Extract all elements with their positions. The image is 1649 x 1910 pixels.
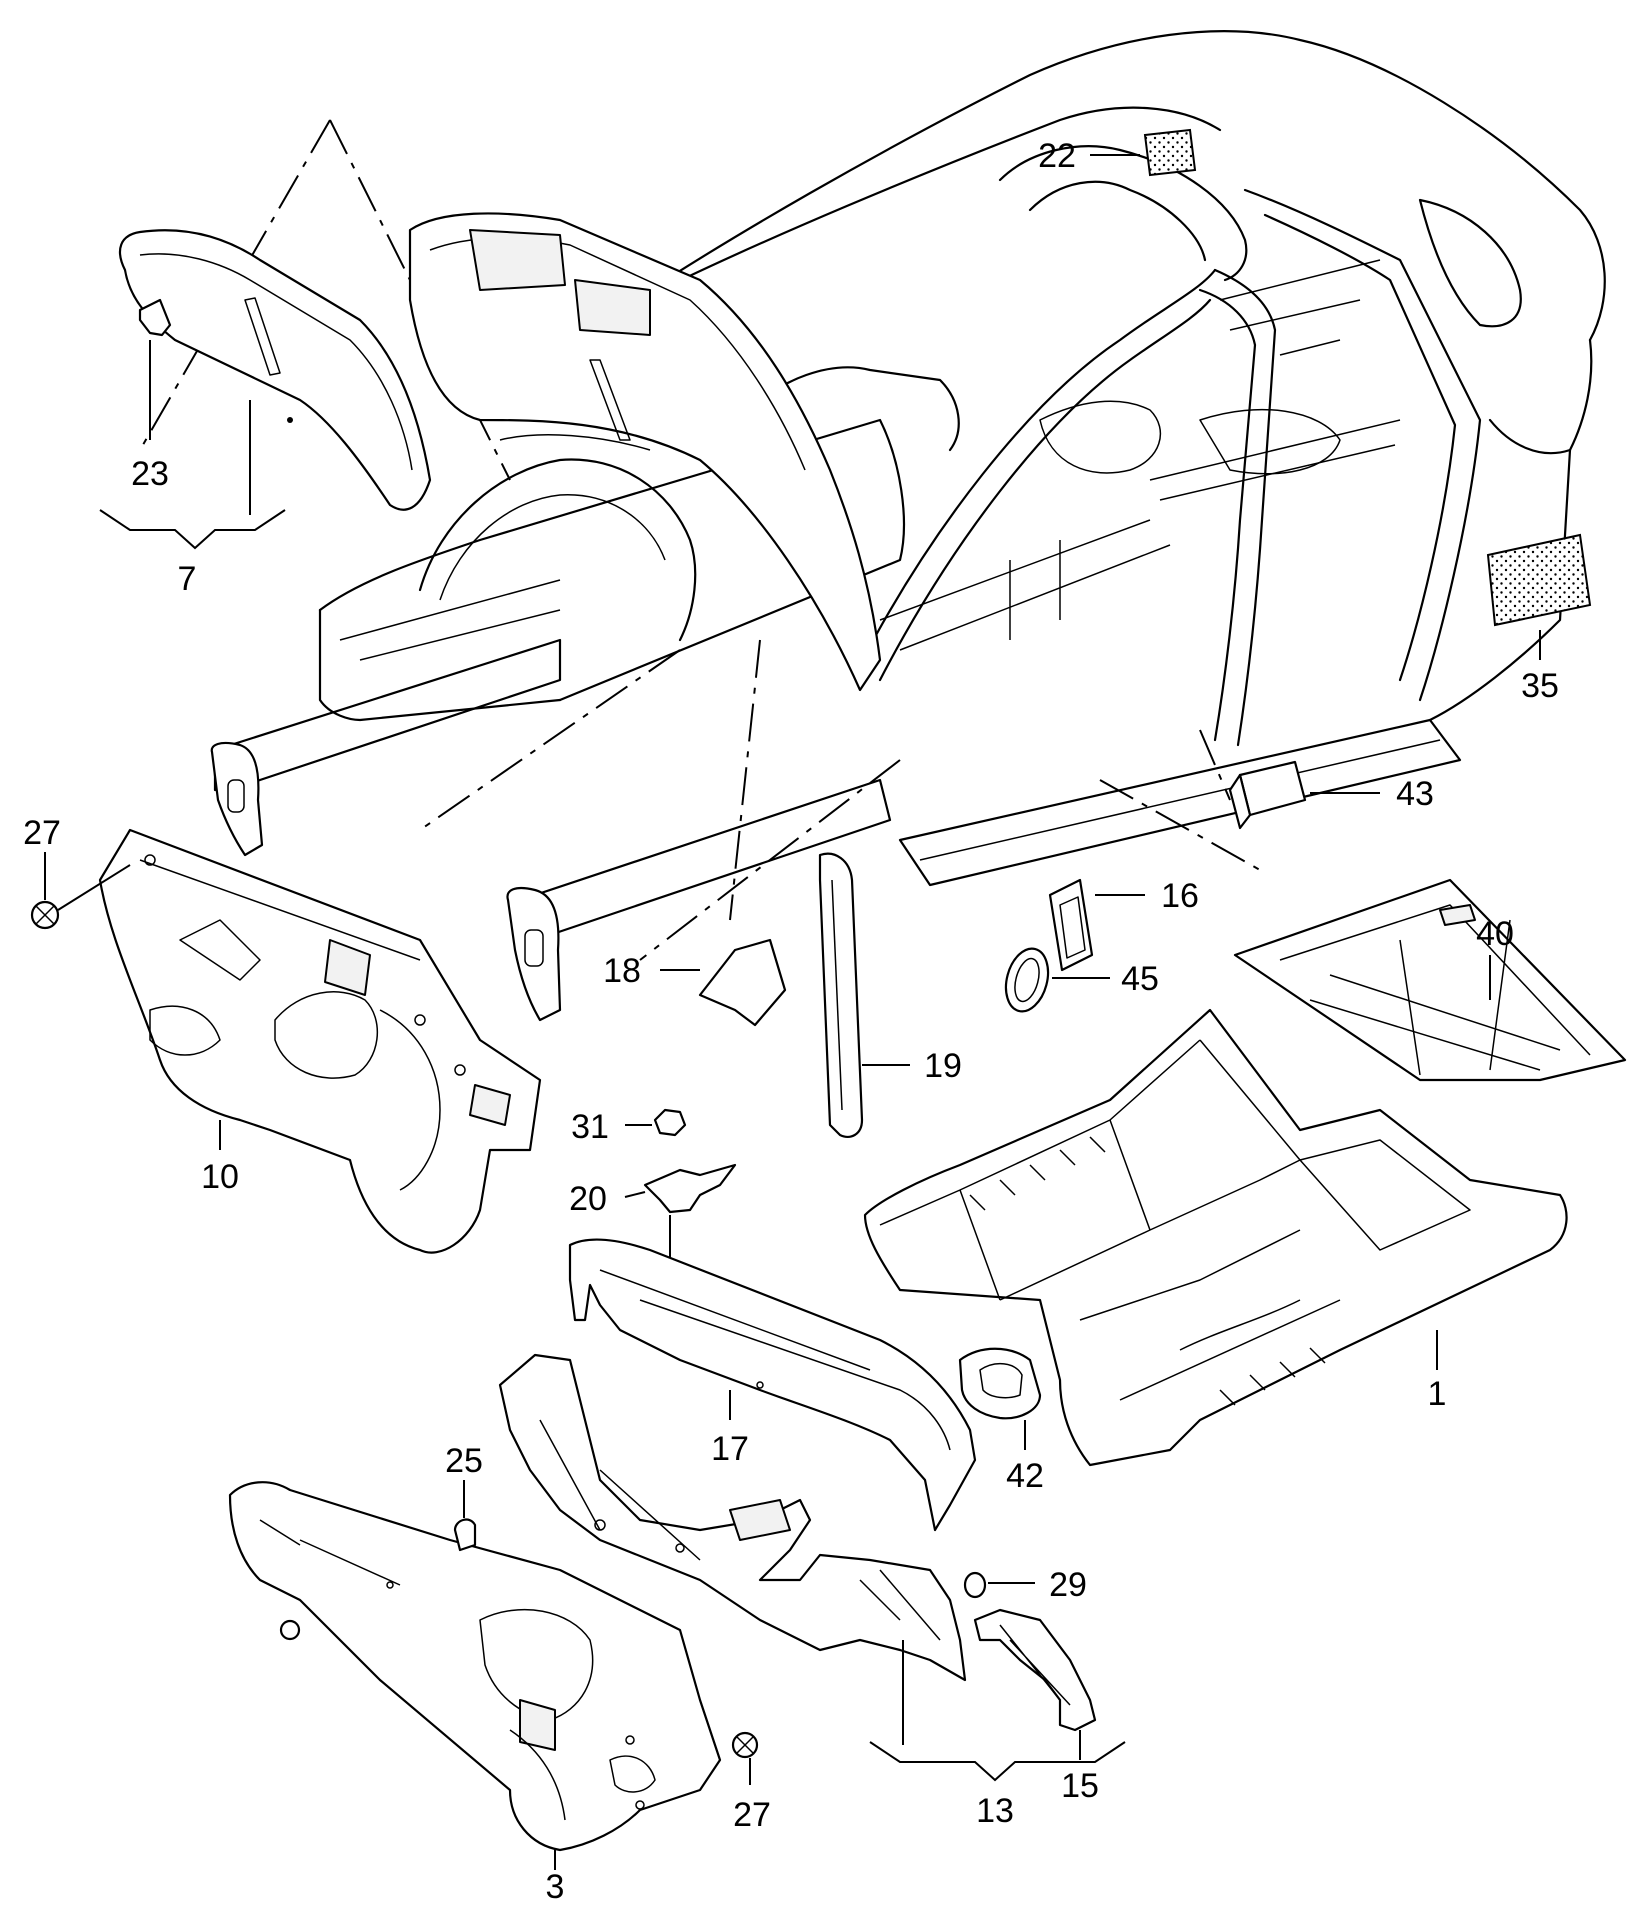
callout-27-upper: 27 xyxy=(23,814,61,852)
callout-15: 15 xyxy=(1061,1767,1099,1805)
floor-covering-item-40 xyxy=(1233,878,1627,1082)
fastener-item-27-lower xyxy=(731,1731,759,1785)
callout-31: 31 xyxy=(571,1108,609,1146)
callout-labels: 1 3 7 10 13 15 16 17 18 19 20 22 23 25 2… xyxy=(23,137,1559,1906)
patch-item-22 xyxy=(1090,128,1197,177)
part-item-19 xyxy=(818,852,910,1138)
crossmember-item-17 xyxy=(568,1238,977,1532)
callout-23: 23 xyxy=(131,455,169,493)
callout-10: 10 xyxy=(201,1158,239,1196)
group-bracket-13 xyxy=(869,1640,1126,1782)
callout-19: 19 xyxy=(924,1047,962,1085)
part-item-42 xyxy=(958,1347,1042,1450)
hood-panel xyxy=(408,212,882,692)
callout-3: 3 xyxy=(546,1868,565,1905)
clip-item-25 xyxy=(453,1480,477,1552)
car-body-shell xyxy=(139,30,1606,1022)
callout-13: 13 xyxy=(976,1792,1014,1830)
callout-16: 16 xyxy=(1161,877,1199,915)
fastener-item-27-upper xyxy=(30,852,131,930)
callout-27-lower: 27 xyxy=(733,1796,771,1834)
callout-42: 42 xyxy=(1006,1457,1044,1495)
callout-29: 29 xyxy=(1049,1566,1087,1604)
bracket-item-15 xyxy=(973,1608,1097,1760)
part-item-43 xyxy=(1228,760,1380,830)
callout-25: 25 xyxy=(445,1442,483,1480)
callout-40: 40 xyxy=(1476,915,1514,953)
callout-35: 35 xyxy=(1521,667,1559,705)
callout-22: 22 xyxy=(1038,137,1076,175)
callout-7: 7 xyxy=(178,560,197,598)
callout-45: 45 xyxy=(1121,960,1159,998)
callout-43: 43 xyxy=(1396,775,1434,813)
part-item-45 xyxy=(1004,947,1110,1013)
patch-item-35 xyxy=(1486,533,1592,660)
callout-1: 1 xyxy=(1428,1375,1447,1413)
hood-insulator-mat xyxy=(118,229,432,511)
callout-17: 17 xyxy=(711,1430,749,1468)
callout-20: 20 xyxy=(569,1180,607,1218)
clip-item-23 xyxy=(138,298,172,440)
nut-item-31 xyxy=(625,1108,687,1137)
dash-insulation-item-3 xyxy=(228,1481,722,1870)
part-item-18 xyxy=(660,938,787,1027)
group-bracket-7 xyxy=(99,400,286,550)
nut-item-29 xyxy=(963,1571,1035,1599)
callout-18: 18 xyxy=(603,952,641,990)
firewall-insulation-item-10 xyxy=(98,828,542,1254)
firewall-insulation-item-13 xyxy=(498,1353,967,1682)
part-item-16 xyxy=(1048,878,1145,972)
floor-covering-item-1 xyxy=(863,1008,1568,1467)
